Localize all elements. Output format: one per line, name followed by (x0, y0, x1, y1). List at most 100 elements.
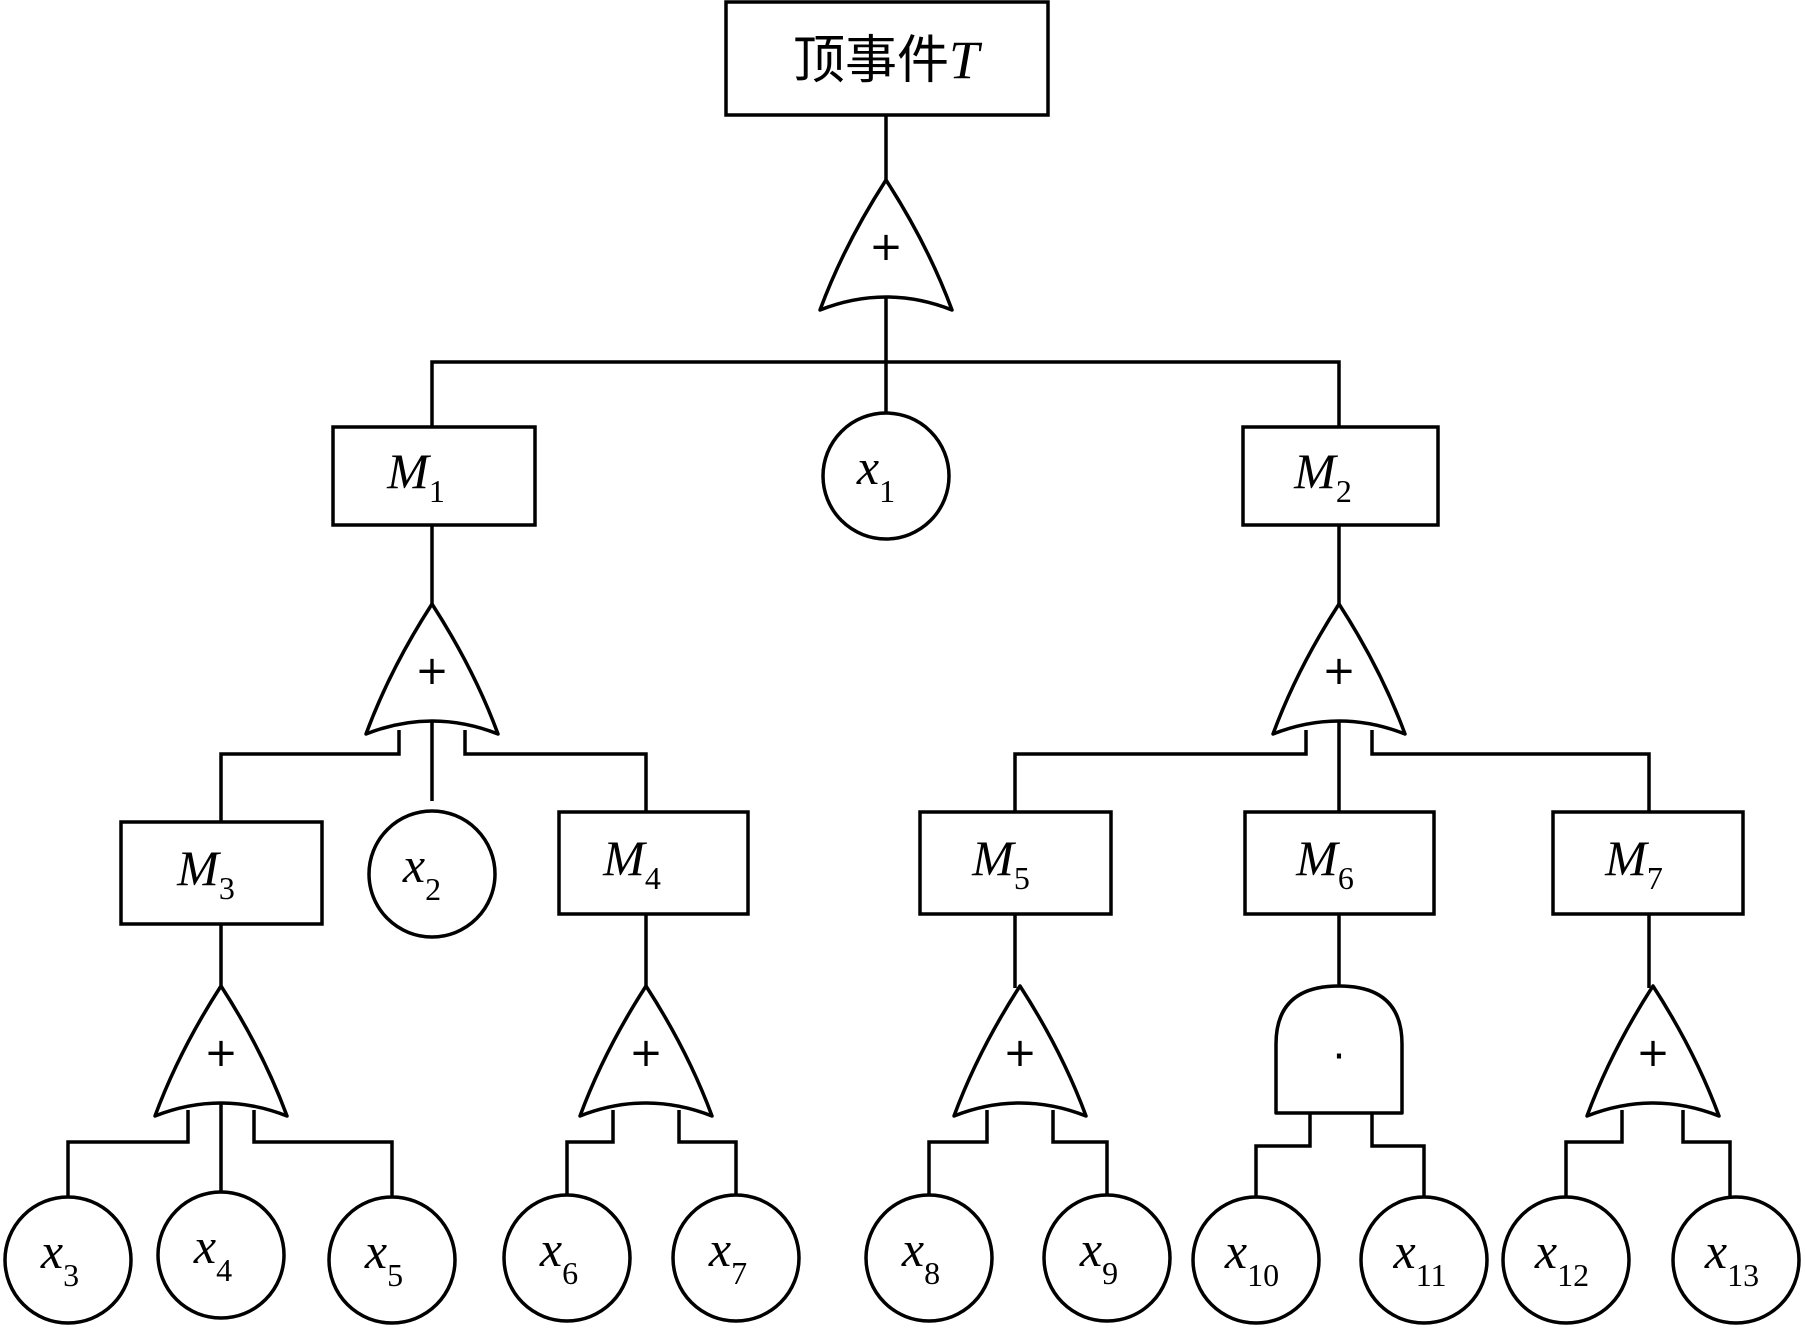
event-subscript: 6 (1338, 860, 1354, 896)
and-gate-symbol: · (1333, 1034, 1346, 1080)
event-main-label: x (1704, 1223, 1727, 1279)
connector (463, 730, 648, 812)
svg-text:M7: M7 (1604, 830, 1663, 896)
or-gate-m5: + (952, 984, 1088, 1118)
or-gate-m7: + (1585, 984, 1721, 1118)
event-subscript: 5 (1014, 860, 1030, 896)
basic-event-x2: x2 (367, 809, 497, 939)
event-subscript: 7 (1647, 860, 1663, 896)
connector (252, 1110, 394, 1197)
svg-text:x6: x6 (539, 1221, 578, 1291)
event-subscript: 13 (1727, 1257, 1759, 1293)
svg-text:M5: M5 (971, 830, 1030, 896)
intermediate-event-m2: M2 (1241, 425, 1440, 527)
event-main-label: x (856, 439, 879, 495)
connector (1370, 730, 1651, 812)
event-subscript: 6 (562, 1255, 578, 1291)
svg-text:x5: x5 (364, 1223, 403, 1293)
event-main-label: M (1604, 830, 1649, 886)
top-event-box: 顶事件T (724, 0, 1050, 117)
basic-event-x9: x9 (1042, 1193, 1172, 1323)
intermediate-event-m3: M3 (119, 820, 324, 926)
connector (219, 730, 401, 822)
event-main-label: x (1224, 1223, 1247, 1279)
basic-event-x11: x11 (1359, 1195, 1489, 1325)
event-main-label: x (402, 837, 425, 893)
event-main-label: M (971, 830, 1016, 886)
svg-text:x2: x2 (402, 837, 441, 907)
intermediate-event-m5: M5 (918, 810, 1113, 916)
event-main-label: M (602, 830, 647, 886)
event-main-label: x (364, 1223, 387, 1279)
event-main-label: x (901, 1221, 924, 1277)
event-main-label: x (1392, 1223, 1415, 1279)
svg-text:顶事件T: 顶事件T (793, 30, 983, 91)
event-main-label: x (193, 1218, 216, 1274)
event-main-label: M (386, 443, 431, 499)
event-subscript: 1 (879, 473, 895, 509)
basic-event-x7: x7 (671, 1193, 801, 1323)
and-gate-m6: · (1274, 984, 1404, 1115)
svg-text:x3: x3 (40, 1223, 79, 1293)
event-main-label: x (1534, 1223, 1557, 1279)
connector (430, 360, 1341, 427)
connector (677, 1110, 738, 1195)
top-event-label: 顶事件 (793, 31, 949, 91)
event-subscript: 12 (1557, 1257, 1589, 1293)
event-main-label: x (40, 1223, 63, 1279)
event-subscript: 1 (429, 473, 445, 509)
svg-text:x4: x4 (193, 1218, 232, 1288)
basic-event-x1: x1 (821, 411, 951, 541)
or-gate-symbol: + (204, 1030, 238, 1076)
basic-event-x8: x8 (864, 1193, 994, 1323)
event-main-label: x (708, 1221, 731, 1277)
connectors (66, 115, 1732, 1197)
svg-text:x11: x11 (1392, 1223, 1446, 1293)
event-subscript: 2 (425, 871, 441, 907)
or-gate-m4: + (578, 984, 714, 1118)
event-main-label: x (539, 1221, 562, 1277)
or-gate-m1: + (364, 602, 500, 736)
or-gate-m3: + (153, 984, 289, 1118)
connector (565, 1110, 615, 1195)
svg-text:x8: x8 (901, 1221, 940, 1291)
connector (66, 1110, 190, 1197)
connector (1013, 730, 1308, 812)
svg-text:x12: x12 (1534, 1223, 1589, 1293)
or-gate-symbol: + (1003, 1030, 1037, 1076)
event-subscript: 3 (219, 870, 235, 906)
basic-event-x3: x3 (3, 1195, 133, 1325)
svg-text:x13: x13 (1704, 1223, 1759, 1293)
or-gate-symbol: + (1636, 1030, 1670, 1076)
connector (1564, 1110, 1624, 1197)
or-gate-top: + (818, 178, 954, 312)
event-main-label: M (1293, 443, 1338, 499)
svg-text:M3: M3 (176, 840, 235, 906)
intermediate-event-m1: M1 (331, 425, 537, 527)
basic-event-x12: x12 (1501, 1195, 1631, 1325)
svg-text:x10: x10 (1224, 1223, 1279, 1293)
connector (1051, 1110, 1109, 1195)
connector (1370, 1113, 1426, 1197)
event-subscript: 3 (63, 1257, 79, 1293)
intermediate-event-m7: M7 (1551, 810, 1745, 916)
event-subscript: 4 (645, 860, 661, 896)
basic-event-x13: x13 (1671, 1195, 1801, 1325)
event-subscript: 7 (731, 1255, 747, 1291)
svg-text:x7: x7 (708, 1221, 747, 1291)
svg-text:M2: M2 (1293, 443, 1352, 509)
svg-text:M4: M4 (602, 830, 661, 896)
svg-text:M6: M6 (1295, 830, 1354, 896)
event-main-label: M (176, 840, 221, 896)
connector (1681, 1110, 1732, 1197)
basic-event-x6: x6 (502, 1193, 632, 1323)
basic-event-x10: x10 (1191, 1195, 1321, 1325)
or-gate-symbol: + (415, 648, 449, 694)
or-gate-m2: + (1271, 602, 1407, 736)
basic-event-x5: x5 (327, 1195, 457, 1325)
or-gate-symbol: + (1322, 648, 1356, 694)
or-gate-symbol: + (629, 1030, 663, 1076)
intermediate-event-m6: M6 (1243, 810, 1436, 916)
event-subscript: 10 (1247, 1257, 1279, 1293)
